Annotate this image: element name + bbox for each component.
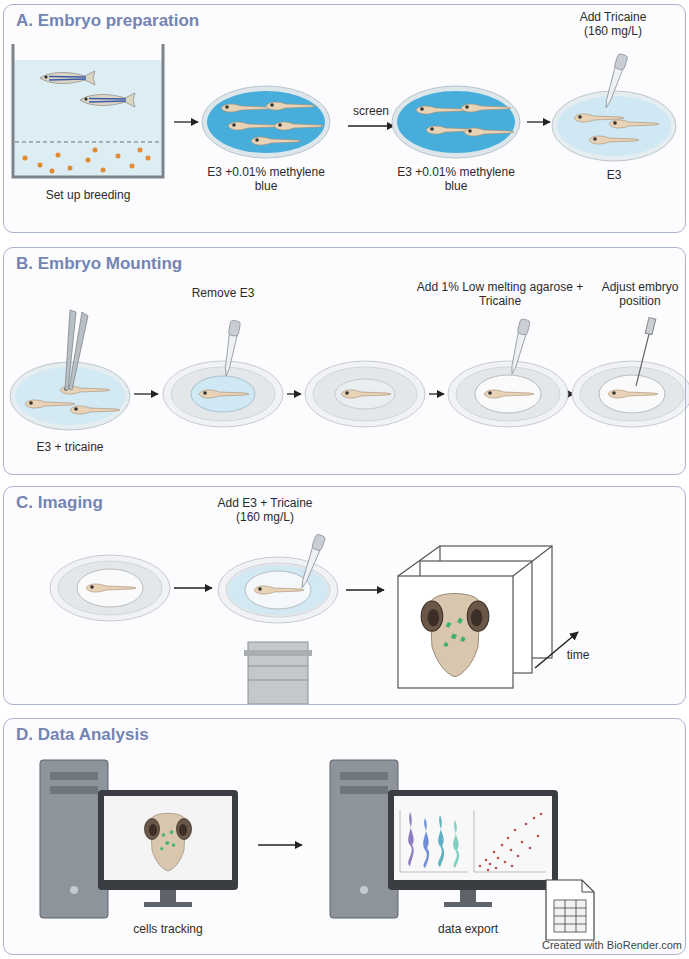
panel-box: C. Imaging [3,486,686,705]
caption-label: Remove E3 [178,286,268,300]
needle [636,318,656,386]
panel-box: D. Data Analysis [3,718,686,955]
pipette [507,318,530,375]
caption-label: time [560,648,596,662]
panel-title: B. Embryo Mounting [16,254,182,274]
caption-label: screen [341,104,401,118]
panel-ground [3,4,686,955]
tweezers [65,310,88,390]
petri-dish [552,91,676,161]
petri-dish [392,86,520,158]
computer [330,760,558,918]
petri-dish [202,86,330,158]
petri-dish [163,361,283,427]
caption-label: data export [418,922,518,936]
caption-label: Set up breeding [28,188,148,202]
caption-label: Created with BioRender.com [512,938,682,952]
caption-label: E3 +0.01% methylene blue [395,165,517,193]
objective-lens [244,642,312,704]
caption-label: Add 1% Low melting agarose + Tricaine [414,280,586,308]
breeding-tank [13,44,163,177]
panel-title: C. Imaging [16,493,103,513]
computer [40,760,238,918]
larva-head [421,593,489,676]
pipette [297,534,326,590]
petri-dish [50,555,170,621]
caption-label: E3 + tricaine [15,440,125,454]
petri-dish [218,557,338,623]
caption-label: cells tracking [113,922,223,936]
petri-dish [305,361,425,427]
flow-arrow [134,122,574,845]
panel-box: B. Embryo Mounting [3,247,686,475]
pipette [221,320,241,377]
petri-dish [572,361,689,427]
caption-label: Add E3 + Tricaine (160 mg/L) [210,496,320,524]
spreadsheet-icon [546,880,594,940]
caption-label: E3 [594,168,634,182]
pipette [601,53,628,109]
image-stack [398,546,552,688]
petri-dish [448,361,568,427]
caption-label: Add Tricaine (160 mg/L) [573,10,653,38]
chart [400,810,546,872]
panel-title: D. Data Analysis [16,725,149,745]
panel-title: A. Embryo preparation [16,11,199,31]
caption-label: E3 +0.01% methylene blue [205,165,327,193]
caption-label: Adjust embryo position [598,280,682,308]
larva-head [145,813,192,871]
